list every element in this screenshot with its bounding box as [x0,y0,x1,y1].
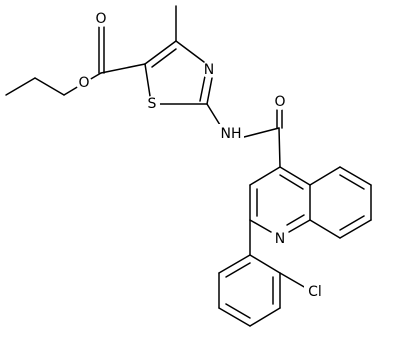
bond-carbonyl-c5 [100,63,146,74]
svg-text:Cl: Cl [308,284,322,300]
atom-labels: O O N S NH O N Cl [76,11,326,300]
bond-qc4a-qc4 [279,166,311,186]
bond-ph4-ph5-inner [225,303,251,319]
atom-o-carbonyl-ester: O [93,11,109,27]
bond-ethyl-ch3 [5,77,36,96]
bond-c4-n3 [175,40,205,63]
bond-s1-c5 [144,63,151,97]
atom-n-thiazole: N [201,62,217,78]
bond-qc5-qc6 [339,166,372,186]
bond-qn1-qc8a [288,219,311,233]
bond-ph6-ph1 [218,254,251,274]
atom-n-quinoline: N [272,230,288,247]
bond-qc4a-qc4-inner [279,174,304,190]
bond-c2-nh [206,103,221,126]
bond-c5-c4 [144,40,177,65]
bond-qc4-qc3 [249,166,281,186]
atom-nh-amide: NH [218,124,244,142]
bond-qn1-qc8a-inner [286,214,305,226]
bond-ph6-ph1-inner [225,262,251,278]
atom-s-thiazole: S [144,96,160,112]
bond-n3-c2-b [199,75,206,102]
bond-qc8-qc8a [309,219,341,239]
svg-text:O: O [274,94,285,110]
bonds [5,5,372,327]
bond-n3-c2-a [206,77,213,105]
bond-nh-amidec [243,127,280,138]
bond-qc5-qc6-inner [339,174,365,190]
bond-qc4a-qc5 [309,166,341,186]
atom-o-amide: O [272,94,288,110]
svg-text:N: N [204,62,214,78]
bond-qc7-qc8 [339,219,372,239]
bond-ph1-ph2 [249,254,281,274]
bond-ph3-ph4 [249,307,281,327]
atom-cl: Cl [304,282,326,300]
bond-qc7-qc8-inner [339,215,365,231]
svg-text:O: O [78,75,89,91]
bond-oether-ccarbonyl [88,72,102,81]
atom-o-ether-ester: O [76,75,92,91]
bond-ph2-cl [279,272,307,289]
svg-text:S: S [148,96,157,112]
svg-text:N: N [275,231,285,247]
bond-qc2-qn1 [249,219,272,233]
bond-ch2-oether [63,85,80,96]
bond-ethyl-ch2 [34,77,65,96]
svg-text:NH: NH [221,126,242,142]
bond-amidec-qc4 [278,127,281,168]
bond-ph4-ph5 [218,307,251,327]
svg-text:O: O [95,11,106,27]
bond-c5-c4-inner [151,48,177,68]
